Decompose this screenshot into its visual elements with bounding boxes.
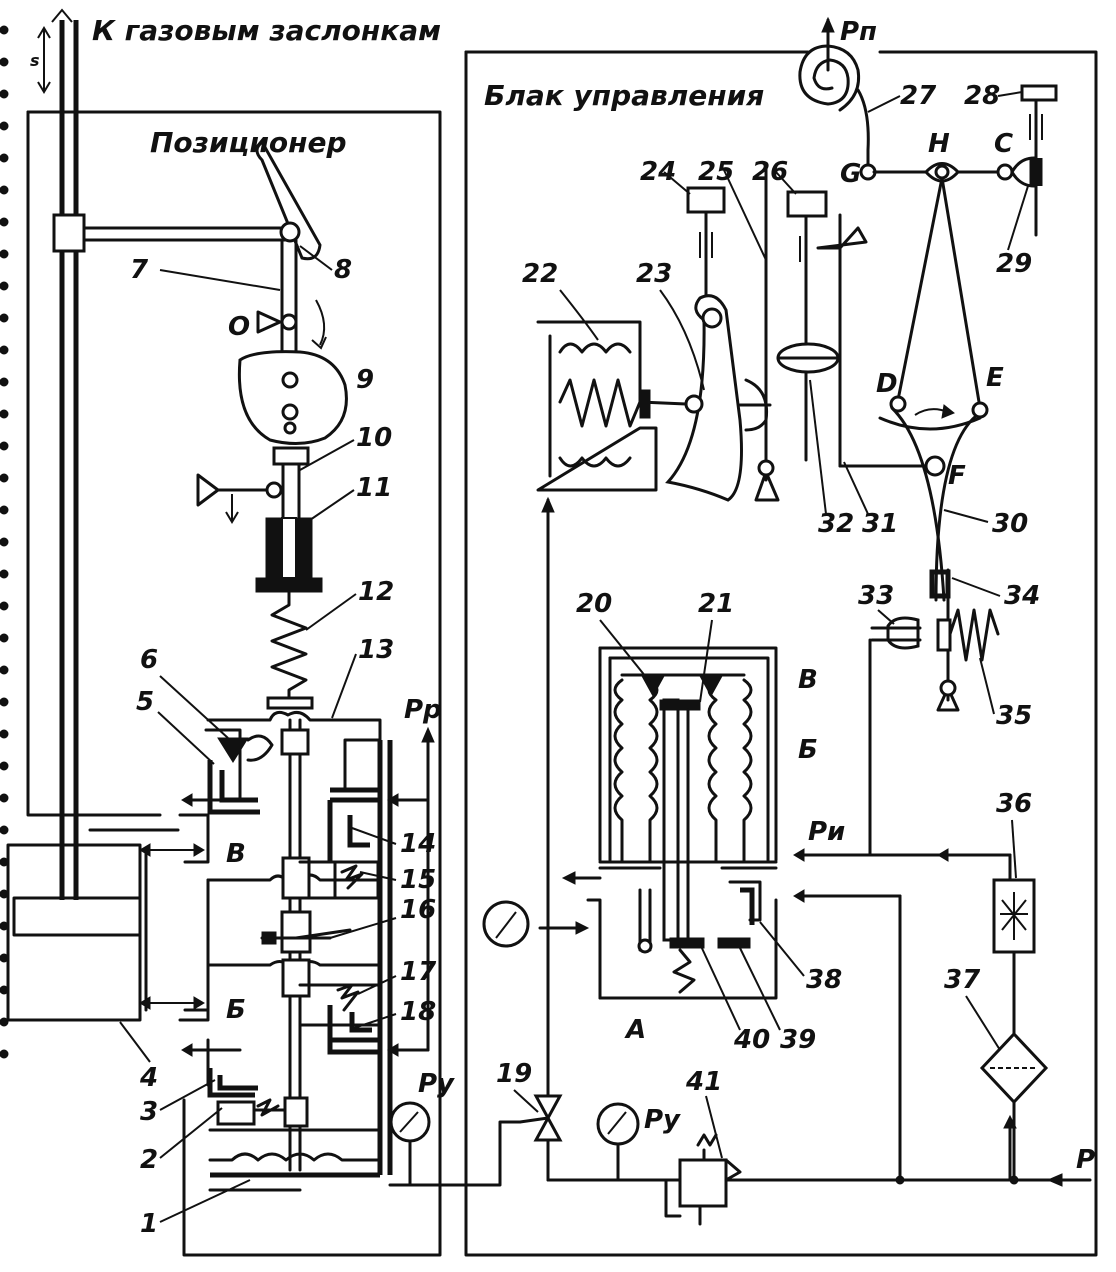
callout-37: 37	[944, 965, 981, 995]
label-pu-right: Pу	[644, 1105, 681, 1135]
positioner-section	[6, 8, 442, 1257]
callout-19: 19	[496, 1059, 532, 1089]
callout-16: 16	[400, 895, 436, 925]
callout-33: 33	[858, 581, 894, 611]
bellows-housing-22	[536, 320, 658, 492]
label-H: H	[928, 129, 950, 159]
label-O: О	[228, 312, 250, 342]
label-E: E	[986, 363, 1004, 393]
callout-14: 14	[400, 829, 436, 859]
label-pn: Pп	[840, 17, 877, 47]
callout-17: 17	[400, 957, 437, 987]
label-pp: Pp	[404, 695, 442, 725]
label-C: C	[994, 129, 1013, 159]
callout-6: 6	[140, 645, 158, 675]
callout-24: 24	[640, 157, 676, 187]
callout-39: 39	[780, 1025, 816, 1055]
callout-29: 29	[996, 249, 1032, 279]
callout-8: 8	[334, 255, 352, 285]
label-G: G	[840, 159, 861, 189]
rod-clamp	[52, 213, 86, 253]
label-V-block: В	[798, 665, 818, 695]
callout-22: 22	[522, 259, 558, 289]
pressure-gauge-control	[596, 1102, 640, 1146]
control-unit-section	[464, 16, 1098, 1257]
block-24	[686, 186, 726, 214]
callout-18: 18	[400, 997, 436, 1027]
lever-23	[665, 294, 743, 502]
callout-1: 1	[140, 1209, 158, 1239]
callout-11: 11	[356, 473, 392, 503]
callout-5: 5	[136, 687, 154, 717]
callout-3: 3	[140, 1097, 158, 1127]
label-B-block: Б	[798, 735, 818, 765]
callout-27: 27	[900, 81, 937, 111]
callout-13: 13	[358, 635, 394, 665]
label-pi: Pи	[808, 817, 845, 847]
callout-21: 21	[698, 589, 734, 619]
label-A: A	[624, 1015, 646, 1045]
spiral-tube	[798, 44, 861, 112]
callout-38: 38	[806, 965, 842, 995]
labels: К газовым заслонкам Блак управления Пози…	[30, 14, 1095, 1239]
callout-32: 32	[818, 509, 854, 539]
lever-7	[280, 238, 298, 362]
label-B-upper: B	[226, 839, 246, 869]
relay-outer	[598, 646, 778, 862]
callout-36: 36	[996, 789, 1032, 819]
block-26	[786, 190, 828, 218]
callout-12: 12	[358, 577, 394, 607]
label-B-lower: Б	[226, 995, 246, 1025]
spring-12	[270, 590, 308, 702]
callout-4: 4	[139, 1063, 158, 1093]
callout-40: 40	[733, 1025, 770, 1055]
callout-23: 23	[636, 259, 672, 289]
cam-9	[237, 350, 348, 445]
positioner-frame	[26, 110, 442, 1257]
callout-25: 25	[698, 157, 734, 187]
callout-9: 9	[356, 365, 374, 395]
callout-10: 10	[356, 423, 392, 453]
label-arrow-P: P	[1076, 1145, 1095, 1175]
callout-26: 26	[752, 157, 788, 187]
block-10	[272, 446, 310, 466]
callout-2: 2	[140, 1145, 158, 1175]
label-s: s	[30, 51, 40, 70]
callout-30: 30	[992, 509, 1028, 539]
label-D: D	[876, 369, 898, 399]
cam-lever-8	[255, 139, 322, 261]
label-pu-left: Pу	[418, 1069, 455, 1099]
callout-34: 34	[1004, 581, 1040, 611]
label-positioner: Позиционер	[150, 126, 347, 159]
callout-7: 7	[130, 255, 149, 285]
callout-28: 28	[964, 81, 1000, 111]
callout-20: 20	[576, 589, 612, 619]
actuator-4	[6, 843, 142, 1022]
callout-31: 31	[862, 509, 898, 539]
callout-35: 35	[996, 701, 1032, 731]
label-to-gas-dampers: К газовым заслонкам	[92, 14, 441, 47]
callout-15: 15	[400, 865, 436, 895]
binding-holes	[0, 25, 9, 1059]
control-unit-frame	[464, 50, 1098, 1257]
label-F: F	[948, 461, 966, 491]
reducer-41	[678, 1158, 728, 1208]
callout-41: 41	[685, 1067, 722, 1097]
label-control-unit: Блак управления	[484, 79, 764, 112]
